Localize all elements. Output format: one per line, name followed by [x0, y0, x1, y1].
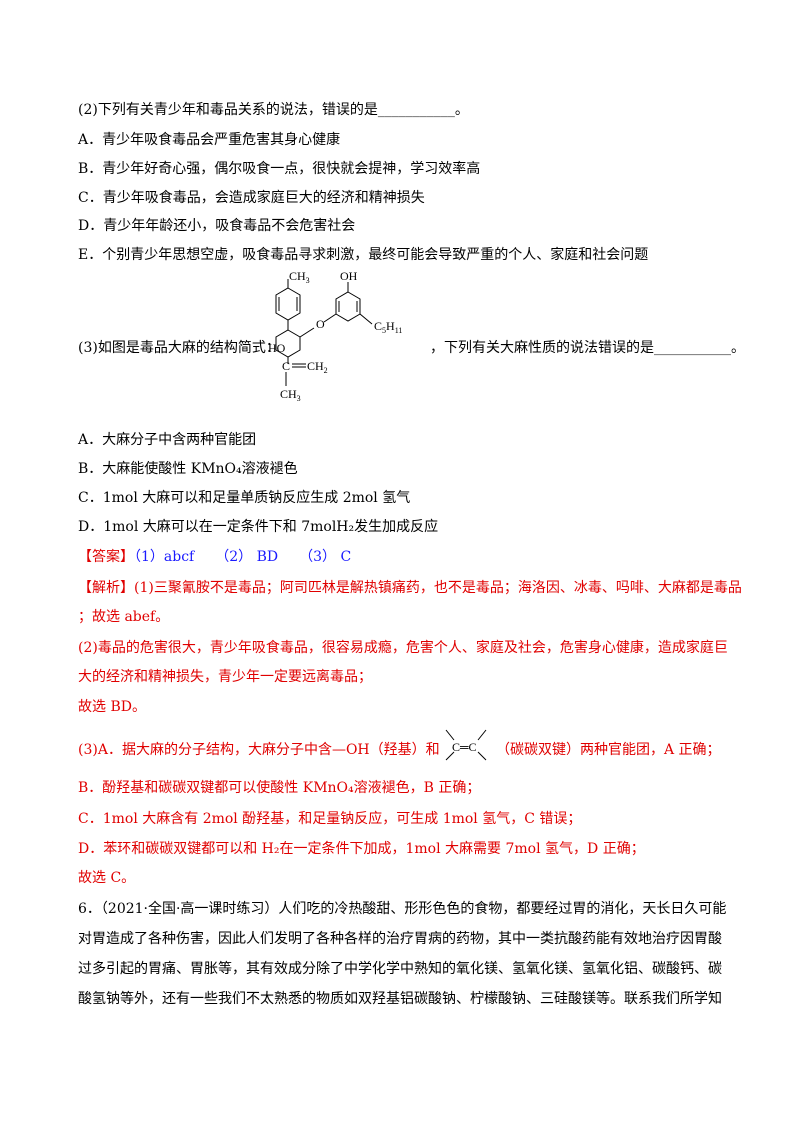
- analysis-p3-end: 故选 C。: [78, 870, 136, 886]
- ch2-label: CH2: [307, 359, 328, 375]
- q6-line1: 6．（2021·全国·高一课时练习）人们吃的冷热酸甜、形形色色的食物，都要经过胃…: [78, 901, 727, 917]
- analysis-label: 【解析】: [78, 580, 134, 596]
- ether-o-label: O: [316, 317, 325, 331]
- analysis-p1-line2: ；故选 abef。: [78, 609, 170, 625]
- answer-text: （1）abcf （2） BD （3） C: [134, 549, 352, 565]
- q2-option-c: C．青少年吸食毒品，会造成家庭巨大的经济和精神损失: [78, 190, 425, 206]
- q2-option-b: B．青少年好奇心强，偶尔吸食一点，很快就会提神，学习效率高: [78, 161, 481, 177]
- q3-stem-after: ，下列有关大麻性质的说法错误的是___________。: [430, 340, 745, 356]
- q3-option-a: A．大麻分子中含两种官能团: [78, 432, 257, 448]
- oh-label: OH: [340, 269, 358, 283]
- q2-option-a: A．青少年吸食毒品会严重危害其身心健康: [78, 132, 341, 148]
- cannabinol-structure: CH3 O OH C5H11 HO C CH2 CH3: [268, 269, 402, 403]
- cc-label: C═C: [452, 740, 477, 754]
- analysis-p3-d: D．苯环和碳碳双键都可以和 H₂在一定条件下加成，1mol 大麻需要 7mol …: [78, 841, 645, 857]
- answer-line: 【答案】（1）abcf （2） BD （3） C: [78, 547, 351, 567]
- analysis-p3-c: C．1mol 大麻含有 2mol 酚羟基，和足量钠反应，可生成 1mol 氢气，…: [78, 811, 582, 827]
- analysis-p3-a-before: (3)A．据大麻的分子结构，大麻分子中含—OH（羟基）和: [78, 742, 440, 758]
- analysis-p3-b: B．酚羟基和碳碳双键都可以使酸性 KMnO₄溶液褪色，B 正确；: [78, 780, 481, 796]
- q3-option-c: C．1mol 大麻可以和足量单质钠反应生成 2mol 氢气: [78, 490, 411, 506]
- q3-option-b: B．大麻能使酸性 KMnO₄溶液褪色: [78, 461, 298, 477]
- analysis-p3-a-after: （碳碳双键）两种官能团，A 正确；: [496, 742, 721, 758]
- q3-stem-before: (3)如图是毒品大麻的结构简式：: [78, 340, 280, 356]
- analysis-p2-line1: (2)毒品的危害很大，青少年吸食毒品，很容易成瘾，危害个人、家庭及社会，危害身心…: [78, 640, 728, 656]
- q2-option-d: D．青少年年龄还小，吸食毒品不会危害社会: [78, 218, 356, 234]
- analysis-p2-line3: 故选 BD。: [78, 699, 146, 715]
- ch3-bottom-label: CH3: [280, 387, 301, 403]
- answer-label: 【答案】: [78, 549, 134, 565]
- cc-double-bond-structure: C═C: [445, 729, 487, 761]
- q2-option-e: E．个别青少年思想空虚，吸食毒品寻求刺激，最终可能会导致严重的个人、家庭和社会问…: [78, 247, 649, 263]
- q6-line3: 过多引起的胃痛、胃胀等，其有效成分除了中学化学中熟知的氧化镁、氢氧化镁、氢氧化铝…: [78, 961, 722, 977]
- q6-line4: 酸氢钠等外，还有一些我们不太熟悉的物质如双羟基铝碳酸钠、柠檬酸钠、三硅酸镁等。联…: [78, 991, 722, 1007]
- ch3-top-label: CH3: [289, 269, 310, 285]
- q2-stem: (2)下列有关青少年和毒品关系的说法，错误的是___________。: [78, 102, 469, 118]
- c5h11-label: C5H11: [374, 319, 402, 335]
- c-eq-label: C: [282, 359, 290, 373]
- ho-label: HO: [268, 341, 286, 355]
- q3-option-d: D．1mol 大麻可以在一定条件下和 7molH₂发生加成反应: [78, 519, 439, 535]
- q6-line2: 对胃造成了各种伤害，因此人们发明了各种各样的治疗胃病的药物，其中一类抗酸药能有效…: [78, 931, 722, 947]
- analysis-p1-text: (1)三聚氰胺不是毒品；阿司匹林是解热镇痛药，也不是毒品；海洛因、冰毒、吗啡、大…: [134, 580, 742, 596]
- analysis-p1-line1: 【解析】(1)三聚氰胺不是毒品；阿司匹林是解热镇痛药，也不是毒品；海洛因、冰毒、…: [78, 578, 742, 598]
- analysis-p2-line2: 大的经济和精神损失，青少年一定要远离毒品；: [78, 669, 372, 685]
